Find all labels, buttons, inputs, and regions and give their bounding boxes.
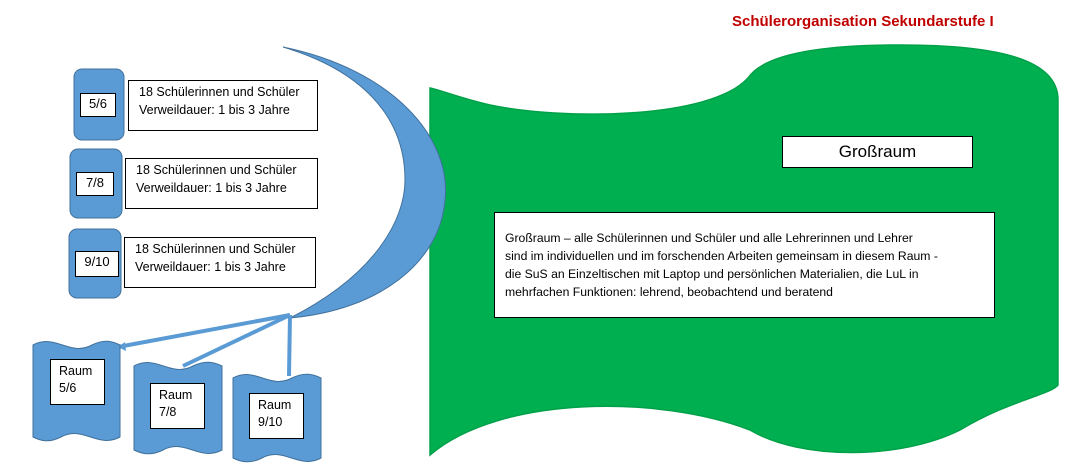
page-title: Schülerorganisation Sekundarstufe I [732,13,994,30]
crescent-shape [282,46,447,319]
grossraum-description-line: die SuS an Einzeltischen mit Laptop und … [505,267,919,281]
connector-line-9-10 [287,314,292,377]
grade-info-box-9-10: 18 Schülerinnen und Schüler Verweildauer… [124,237,316,288]
grade-label-9-10: 9/10 [75,251,119,277]
connector-arrow-5-6 [118,342,126,351]
room-grade: 5/6 [59,381,77,395]
grade-info-count: 18 Schülerinnen und Schüler [135,242,296,256]
grade-info-count: 18 Schülerinnen und Schüler [136,163,297,177]
grade-label-7-8: 7/8 [76,172,114,196]
grossraum-description-line: Großraum – alle Schülerinnen und Schüler… [505,231,913,245]
room-word: Raum [258,398,292,412]
grossraum-title-box: Großraum [782,136,973,168]
grade-info-count: 18 Schülerinnen und Schüler [139,85,300,99]
connector-line-7-8 [182,313,291,368]
grade-info-box-7-8: 18 Schülerinnen und Schüler Verweildauer… [125,158,318,209]
grade-info-box-5-6: 18 Schülerinnen und Schüler Verweildauer… [128,80,318,131]
room-grade: 7/8 [159,405,177,419]
grossraum-description-line: sind im individuellen und im forschenden… [505,249,938,263]
grade-info-duration: Verweildauer: 1 bis 3 Jahre [135,260,286,274]
grossraum-description-line: mehrfachen Funktionen: lehrend, beobacht… [505,285,833,299]
room-box-5-6: Raum 5/6 [50,359,105,405]
room-word: Raum [159,388,193,402]
grade-label-5-6: 5/6 [80,93,116,117]
grossraum-description-box: Großraum – alle Schülerinnen und Schüler… [494,212,995,318]
room-box-9-10: Raum 9/10 [249,393,304,439]
grade-info-duration: Verweildauer: 1 bis 3 Jahre [136,181,287,195]
room-word: Raum [59,364,93,378]
room-grade: 9/10 [258,415,283,429]
connector-line-5-6 [117,313,291,349]
grade-info-duration: Verweildauer: 1 bis 3 Jahre [139,103,290,117]
room-box-7-8: Raum 7/8 [150,383,205,429]
